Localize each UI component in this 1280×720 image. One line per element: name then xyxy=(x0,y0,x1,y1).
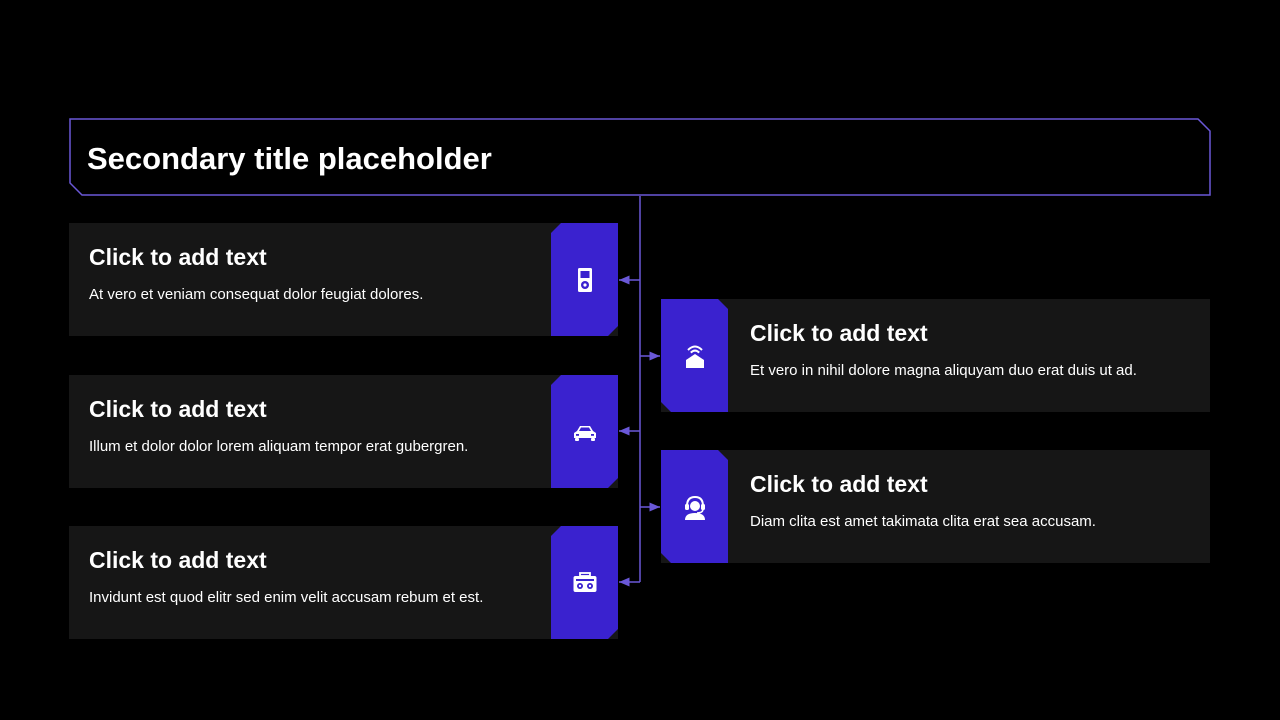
card-text: Click to add text Et vero in nihil dolor… xyxy=(750,299,1200,412)
card-text: Click to add text Diam clita est amet ta… xyxy=(750,450,1200,563)
card-icon-tab xyxy=(661,450,728,563)
smart-home-icon xyxy=(685,345,704,368)
card-body[interactable]: Invidunt est quod elitr sed enim velit a… xyxy=(89,589,484,606)
card-icon-tab xyxy=(661,299,728,412)
card-body[interactable]: Et vero in nihil dolore magna aliquyam d… xyxy=(750,362,1137,379)
card-text: Click to add text Invidunt est quod elit… xyxy=(89,526,544,639)
card-heading[interactable]: Click to add text xyxy=(750,320,928,346)
card-heading[interactable]: Click to add text xyxy=(89,244,267,270)
radio-icon xyxy=(573,571,596,592)
title-frame xyxy=(69,118,1211,196)
card-text: Click to add text Illum et dolor dolor l… xyxy=(89,375,544,488)
card-heading[interactable]: Click to add text xyxy=(89,396,267,422)
card-body[interactable]: At vero et veniam consequat dolor feugia… xyxy=(89,286,424,303)
card-right-1: Click to add text Et vero in nihil dolor… xyxy=(661,299,1210,412)
card-left-1: Click to add text At vero et veniam cons… xyxy=(69,223,618,336)
card-heading[interactable]: Click to add text xyxy=(750,471,928,497)
card-icon-tab xyxy=(551,526,618,639)
card-right-2: Click to add text Diam clita est amet ta… xyxy=(661,450,1210,563)
card-body[interactable]: Diam clita est amet takimata clita erat … xyxy=(750,513,1096,530)
card-icon-tab xyxy=(551,375,618,488)
card-left-3: Click to add text Invidunt est quod elit… xyxy=(69,526,618,639)
customer-support-icon xyxy=(684,495,705,520)
card-text: Click to add text At vero et veniam cons… xyxy=(89,223,544,336)
media-player-icon xyxy=(577,267,592,292)
card-left-2: Click to add text Illum et dolor dolor l… xyxy=(69,375,618,488)
card-heading[interactable]: Click to add text xyxy=(89,547,267,573)
card-icon-tab xyxy=(551,223,618,336)
page-title[interactable]: Secondary title placeholder xyxy=(87,141,492,176)
card-body[interactable]: Illum et dolor dolor lorem aliquam tempo… xyxy=(89,438,469,455)
car-icon xyxy=(573,425,596,441)
